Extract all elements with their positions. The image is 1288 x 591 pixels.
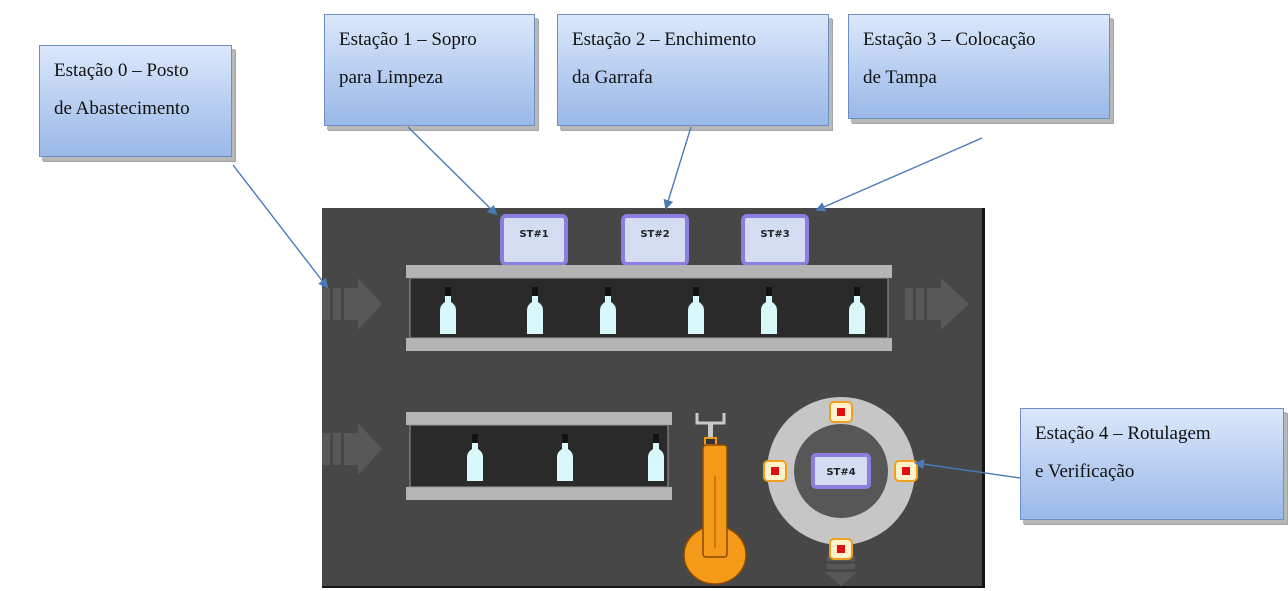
arrow-station-4 (914, 459, 1021, 479)
callout-station-3: Estação 3 – Colocação de Tampa (848, 14, 1110, 119)
station-st4-label: ST#4 (826, 467, 855, 478)
bottom-bottle-2 (557, 434, 573, 481)
callout-station-4: Estação 4 – Rotulagem e Verificação (1020, 408, 1284, 520)
conveyor-bottom (406, 412, 672, 500)
robot-arm (683, 413, 747, 585)
top-bottle-6 (849, 287, 865, 334)
bottom-bottle-3 (648, 434, 664, 481)
top-bottle-5 (761, 287, 777, 334)
rotary-marker-left (763, 460, 787, 482)
arrow-station-1 (407, 126, 498, 216)
rotary-marker-right (894, 460, 918, 482)
top-bottle-2 (527, 287, 543, 334)
arrow-station-0 (232, 164, 329, 289)
arrow-station-3 (815, 137, 983, 212)
flow-arrow-left-bottom (322, 423, 382, 475)
station-st3: ST#3 (741, 214, 809, 266)
rotary-marker-bottom (829, 538, 853, 560)
flow-arrow-right-top (905, 278, 969, 330)
station-st4: ST#4 (811, 453, 871, 489)
station-st3-label: ST#3 (760, 229, 789, 240)
top-bottle-1 (440, 287, 456, 334)
callout-station-0: Estação 0 – Posto de Abastecimento (39, 45, 232, 157)
arrow-station-2 (663, 126, 692, 210)
station-st2: ST#2 (621, 214, 689, 266)
station-st1-label: ST#1 (519, 229, 548, 240)
top-bottle-3 (600, 287, 616, 334)
callout-station-2: Estação 2 – Enchimento da Garrafa (557, 14, 829, 126)
bottle-row-top (440, 287, 865, 334)
rotary-marker-top (829, 401, 853, 423)
bottle-row-bottom (467, 434, 664, 481)
conveyor-top (406, 265, 892, 351)
station-st2-label: ST#2 (640, 229, 669, 240)
station-st1: ST#1 (500, 214, 568, 266)
production-line-panel: ST#1 ST#2 ST#3 (322, 208, 985, 588)
rotary-table: ST#4 (763, 397, 918, 560)
callout-station-1: Estação 1 – Sopro para Limpeza (324, 14, 535, 126)
top-bottle-4 (688, 287, 704, 334)
production-line-diagram: ST#1 ST#2 ST#3 (322, 214, 969, 586)
flow-arrow-left-top (322, 278, 382, 330)
bottom-bottle-1 (467, 434, 483, 481)
